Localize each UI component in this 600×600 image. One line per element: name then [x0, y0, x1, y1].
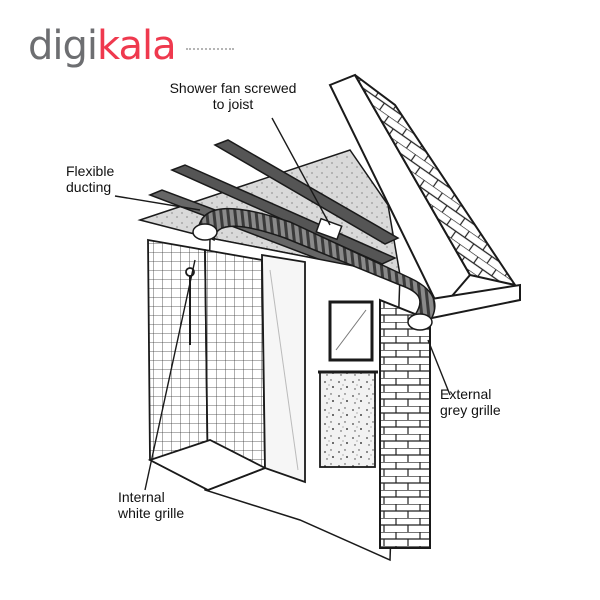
logo-part-digi: digi	[28, 23, 98, 69]
label-external-line1: External	[440, 386, 492, 402]
towel	[318, 370, 378, 468]
flexible-duct	[192, 207, 436, 331]
leader-fan	[271, 117, 331, 226]
logo-dotted-line	[186, 48, 234, 52]
logo-part-kala: kala	[97, 23, 177, 69]
label-external-line2: grey grille	[440, 402, 501, 418]
leader-external	[427, 339, 451, 396]
leader-lines	[114, 117, 451, 491]
brick-pillar	[379, 298, 431, 549]
label-flexible-line2: ducting	[66, 179, 112, 195]
shower-enclosure	[147, 238, 306, 492]
label-internal-line2: white grille	[118, 505, 185, 521]
shower-fan	[315, 217, 343, 241]
label-shower-fan: Shower fan screwed to joist	[158, 80, 308, 112]
label-flexible-line1: Flexible	[66, 163, 115, 179]
label-external-grille: External grey grille	[440, 386, 501, 418]
label-internal-line1: Internal	[118, 489, 165, 505]
leader-internal	[144, 259, 196, 491]
label-shower-fan-line2: to joist	[212, 96, 254, 112]
leader-flexible	[114, 195, 201, 211]
wall-window	[328, 300, 374, 362]
label-flexible-ducting: Flexible ducting	[66, 163, 114, 195]
label-internal-grille: Internal white grille	[118, 489, 184, 521]
label-shower-fan-line1: Shower fan screwed	[169, 80, 297, 96]
digikala-logo: digikala	[28, 23, 177, 69]
